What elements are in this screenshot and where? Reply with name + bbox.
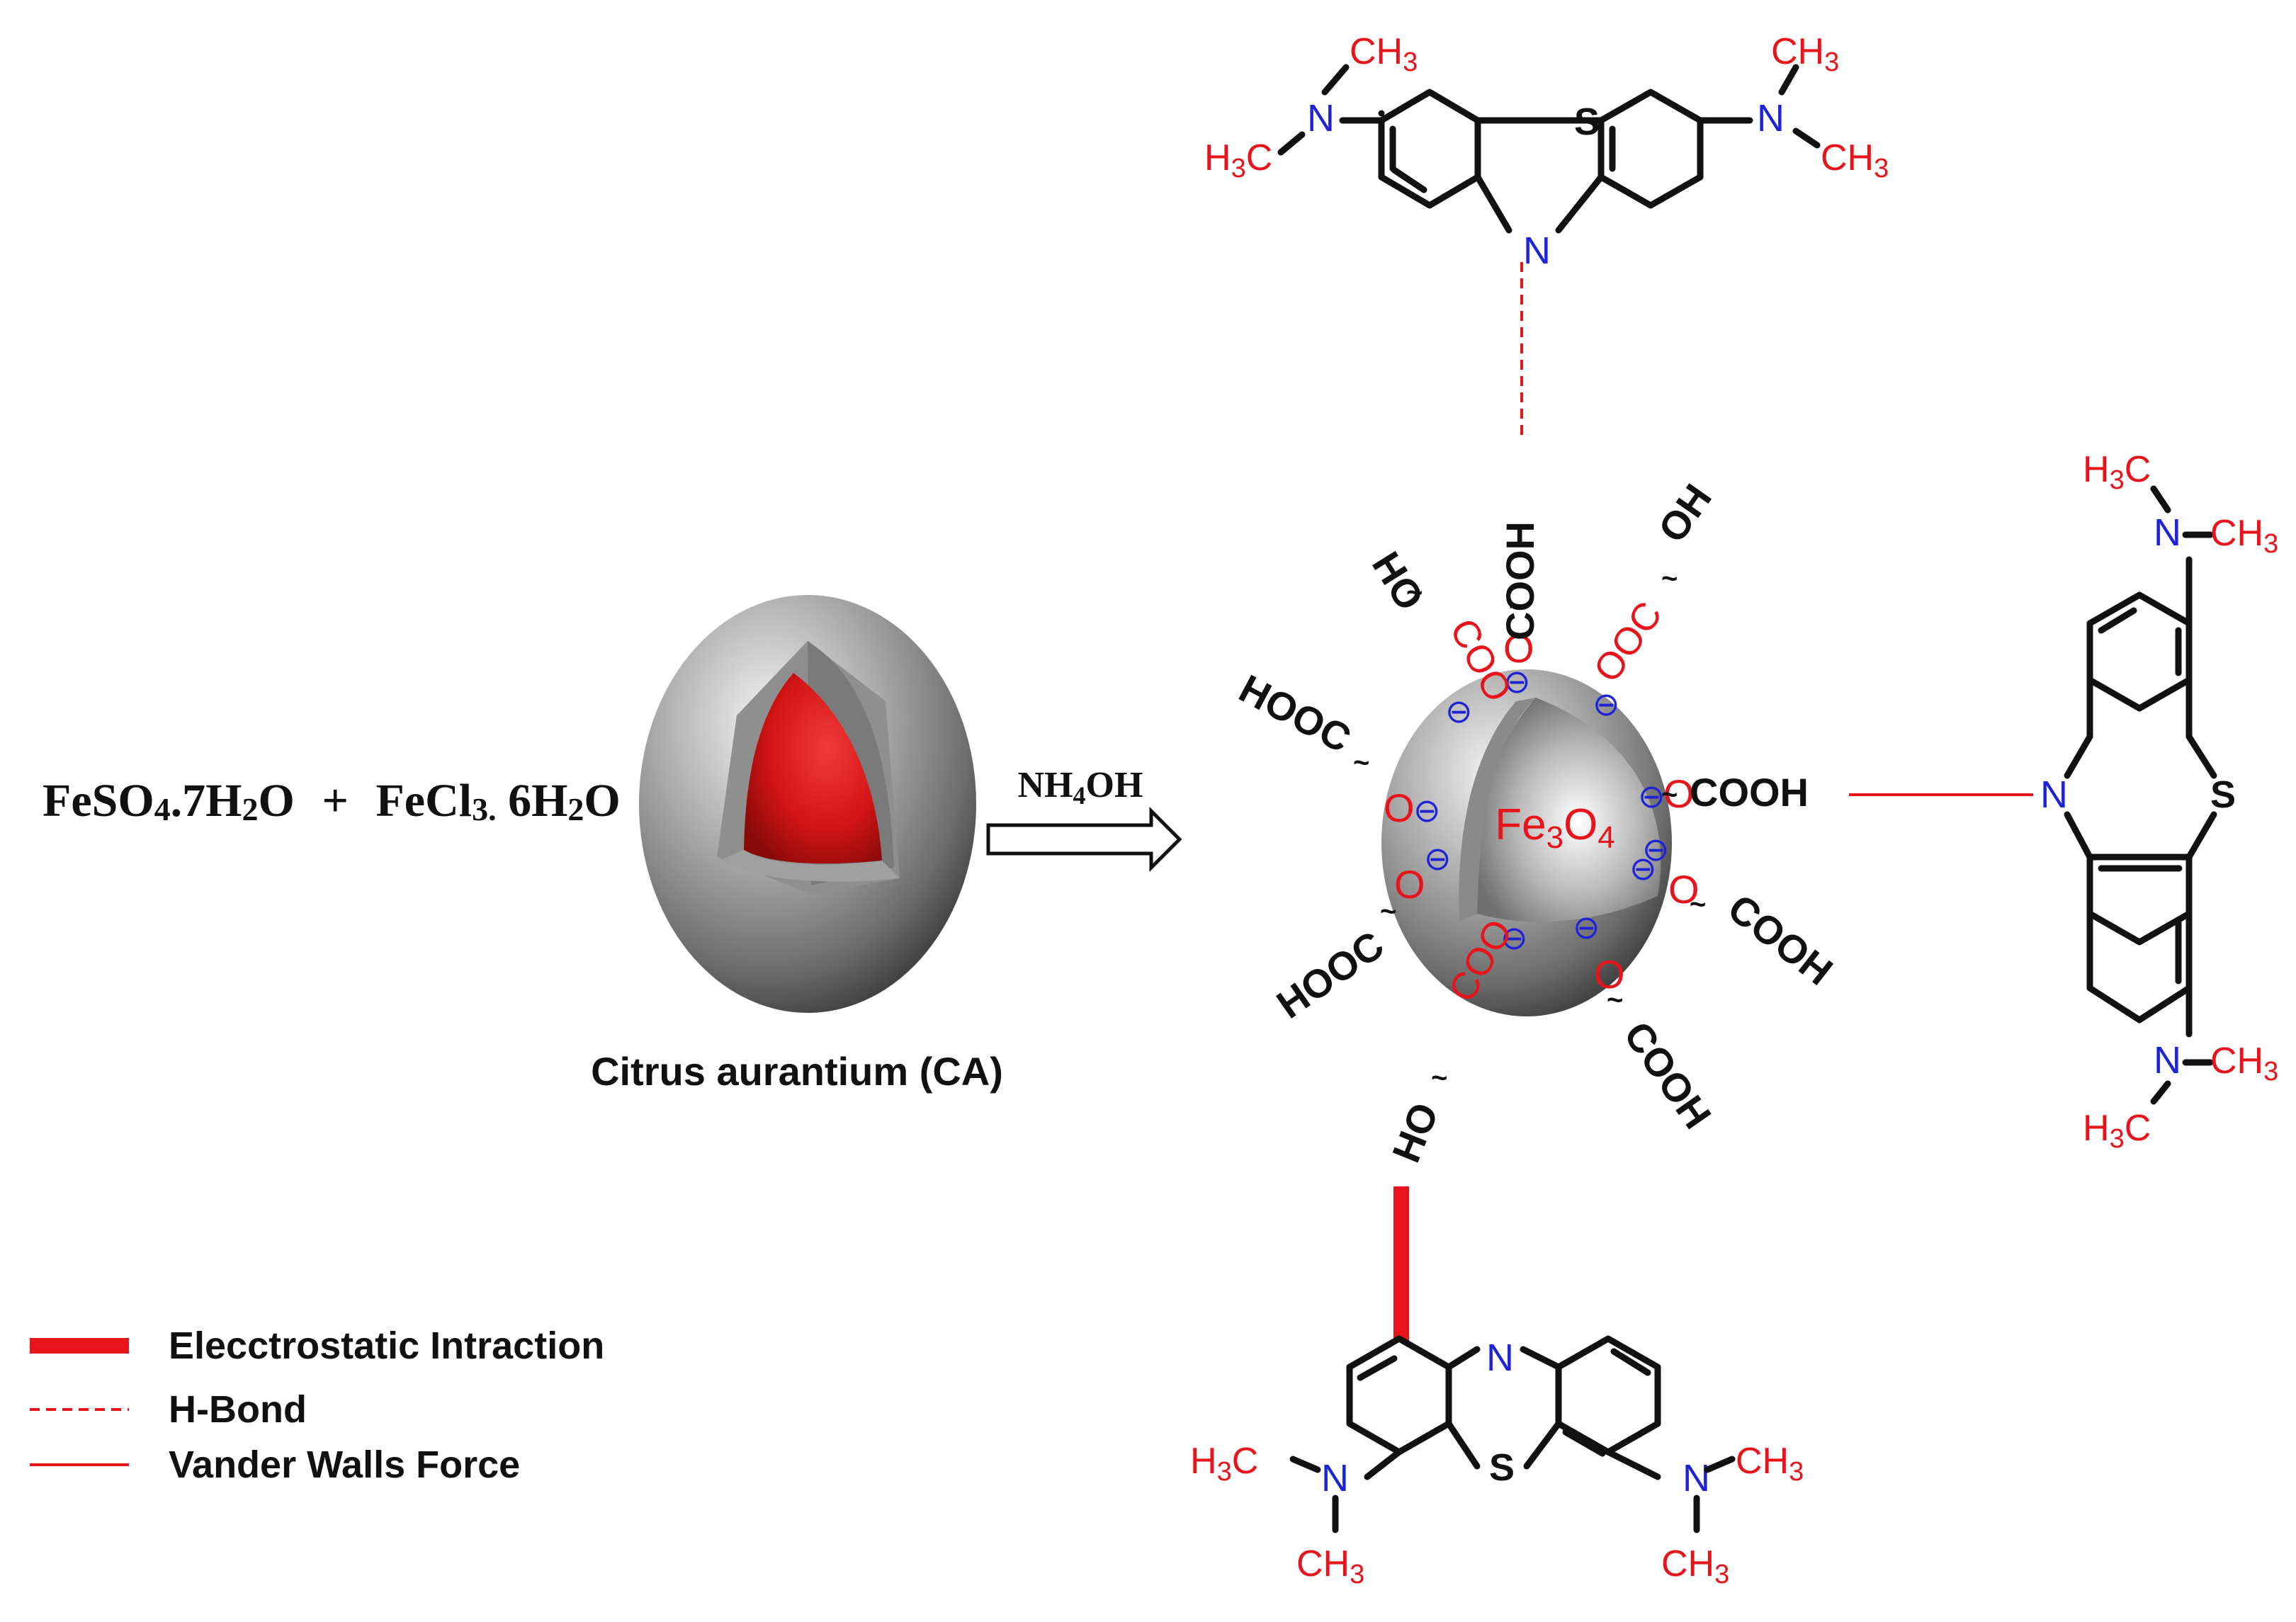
wave-link: ~: [1690, 889, 1706, 920]
wave-link: ~: [1661, 563, 1678, 594]
citrus-label: Citrus aurantium (CA): [591, 1049, 1003, 1094]
nitrogen-atom: N: [1757, 97, 1785, 140]
negative-charge: ⊖: [1629, 850, 1657, 887]
wave-link: ~: [1509, 591, 1525, 623]
cooh-bottom-right: COOH: [1615, 1014, 1720, 1137]
cooh-right-lower: COOH: [1720, 885, 1841, 994]
ho-bottom: HO: [1384, 1096, 1447, 1168]
methyl-group: CH3: [1296, 1543, 1364, 1589]
methyl-group: CH3: [1350, 31, 1418, 77]
wave-link: ~: [1380, 896, 1396, 927]
hooc-left-upper: HOOC: [1232, 666, 1358, 761]
cooh-top: COOH: [1498, 521, 1542, 640]
legend-label-hbond: H-Bond: [169, 1388, 307, 1431]
plus-sign-1: +: [322, 775, 349, 827]
surface-oxygen: O: [1503, 626, 1534, 671]
molecule-right: N S N N H3C CH3 CH3 H3C: [2040, 449, 2278, 1154]
wave-link: ~: [1661, 779, 1678, 810]
legend-label-electrostatic: Elecctrostatic Intraction: [169, 1325, 604, 1367]
sulfur-atom: S: [2210, 773, 2236, 816]
methyl-group: H3C: [1190, 1441, 1258, 1487]
negative-charge: ⊖: [1413, 792, 1441, 829]
nitrogen-atom: N: [1307, 97, 1335, 140]
svg-text:FeSO4.7H2O + FeCl3: FeSO4.7H2O + FeCl3. 6H2O +: [43, 775, 680, 827]
nitrogen-atom: N: [2040, 773, 2068, 816]
methyl-group: CH3: [1821, 137, 1889, 183]
wave-link: ~: [1353, 747, 1369, 778]
hooc-left-lower: HOOC: [1269, 922, 1392, 1027]
legend: Elecctrostatic Intraction H-Bond Vander …: [30, 1325, 604, 1486]
fe3o4-nanoparticle: [1381, 669, 1672, 1016]
reaction-arrow: [986, 806, 1182, 873]
nitrogen-atom: N: [1523, 229, 1551, 272]
citrus-sphere: [639, 595, 976, 1013]
feso4-text: FeSO: [43, 775, 154, 827]
methyl-group: H3C: [1204, 137, 1272, 183]
cooh-right: COOH: [1690, 770, 1809, 815]
reactants-equation: FeSO4.7H2O + FeCl3. 6H2O +: [43, 775, 680, 827]
surface-oxygen: O: [1384, 786, 1415, 830]
negative-charge: ⊖: [1445, 693, 1473, 730]
surface-oxygen: O: [1663, 771, 1695, 816]
arrow-label: NH4OH: [1018, 765, 1143, 810]
citrus-core: [744, 673, 882, 864]
nitrogen-atom: N: [2154, 511, 2181, 554]
sulfur-atom: S: [1489, 1446, 1515, 1489]
surface-oxygen: O: [1594, 952, 1625, 997]
negative-charge: ⊖: [1573, 909, 1600, 946]
negative-charge: ⊖: [1424, 840, 1452, 877]
negative-charge: ⊖: [1642, 831, 1670, 868]
fecl3-text: FeCl: [375, 775, 472, 827]
negative-charge: ⊖: [1500, 919, 1528, 956]
methyl-group: CH3: [1771, 31, 1839, 77]
sulfur-atom: S: [1574, 101, 1600, 143]
core-label: Fe3O4: [1495, 800, 1615, 855]
methyl-group: H3C: [2083, 449, 2151, 495]
nitrogen-atom: N: [1321, 1457, 1349, 1499]
surface-charges: O ⊖ COO ⊖ OOC ⊖ O ⊖ O ⊖ O ⊖ O ⊖ ⊖ ⊖ ⊖ O …: [1384, 594, 1700, 1009]
legend-label-vdw: Vander Walls Force: [169, 1444, 520, 1486]
oh-top-right: OH: [1649, 476, 1720, 550]
negative-charge: ⊖: [1593, 686, 1620, 722]
methyl-group: H3C: [2083, 1108, 2151, 1154]
surface-oxygen: O: [1668, 867, 1700, 912]
methyl-group: CH3: [2210, 513, 2278, 559]
nitrogen-atom: N: [2154, 1039, 2181, 1082]
molecule-bottom: N S N N H3C CH3 CH3 CH3: [1190, 1335, 1804, 1589]
surface-oxygen: O: [1394, 862, 1425, 907]
wave-link: ~: [1431, 1062, 1447, 1094]
methyl-group: CH3: [1736, 1441, 1804, 1487]
nitrogen-atom: N: [1683, 1457, 1710, 1499]
nitrogen-atom: N: [1486, 1337, 1514, 1379]
methyl-group: CH3: [2210, 1040, 2278, 1087]
molecule-top: S N N N CH3 H3C CH3 CH3: [1204, 31, 1889, 272]
negative-charge: ⊖: [1503, 663, 1531, 700]
ooc-group: OOC: [1585, 594, 1670, 690]
methyl-group: CH3: [1661, 1543, 1729, 1589]
wave-link: ~: [1607, 985, 1623, 1016]
negative-charge: ⊖: [1638, 778, 1666, 815]
wave-link: ~: [1406, 577, 1423, 608]
